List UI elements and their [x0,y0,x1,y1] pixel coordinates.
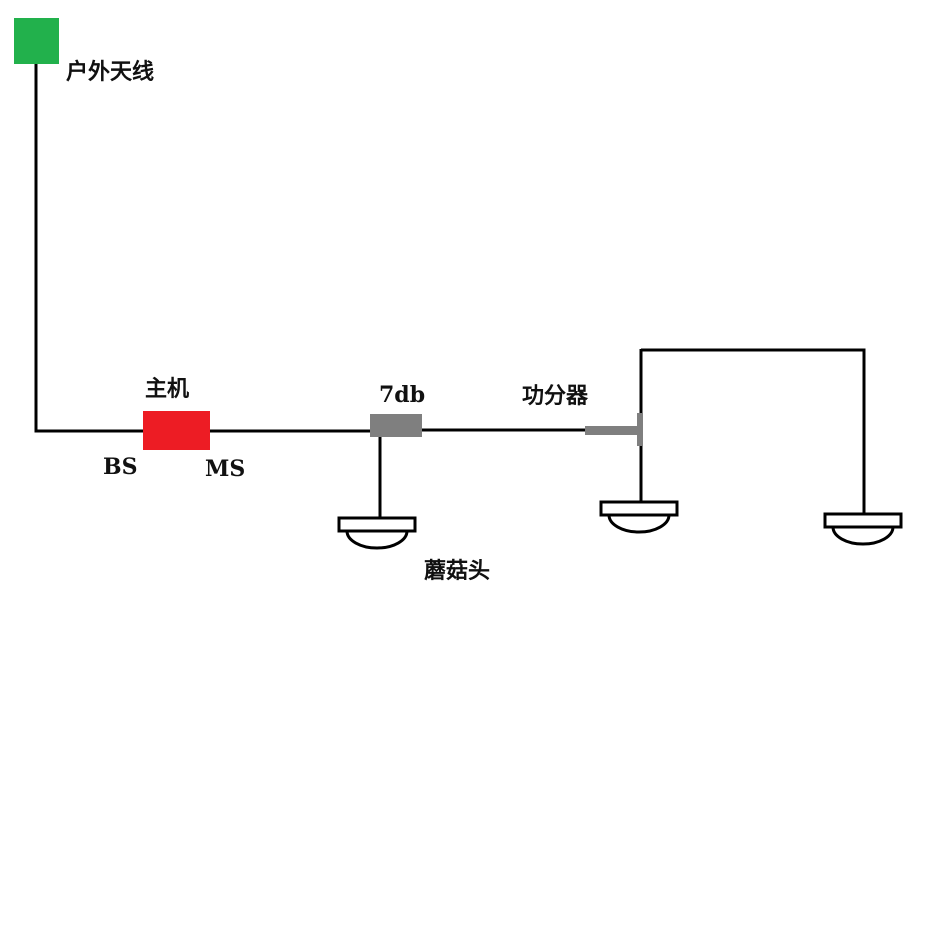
mushroom-antenna-3 [823,512,903,546]
mushroom-antenna-2 [599,500,679,534]
splitter-branch-wire [641,348,866,515]
antenna-feed-wire [34,60,145,433]
splitter-body [585,426,640,435]
attenuator-label: 7db [379,382,425,408]
attenuator-7db [370,414,422,437]
outdoor-antenna [14,18,59,64]
bs-port-label: BS [103,454,137,480]
mushroom-antenna-1 [337,516,417,550]
ms-port-label: MS [205,456,245,482]
mushroom-antenna-label: 蘑菇头 [424,558,490,584]
host-label: 主机 [145,376,189,402]
outdoor-antenna-label: 户外天线 [66,59,154,85]
splitter-bar [637,413,643,446]
host-unit [143,411,210,450]
splitter-label: 功分器 [522,383,589,409]
